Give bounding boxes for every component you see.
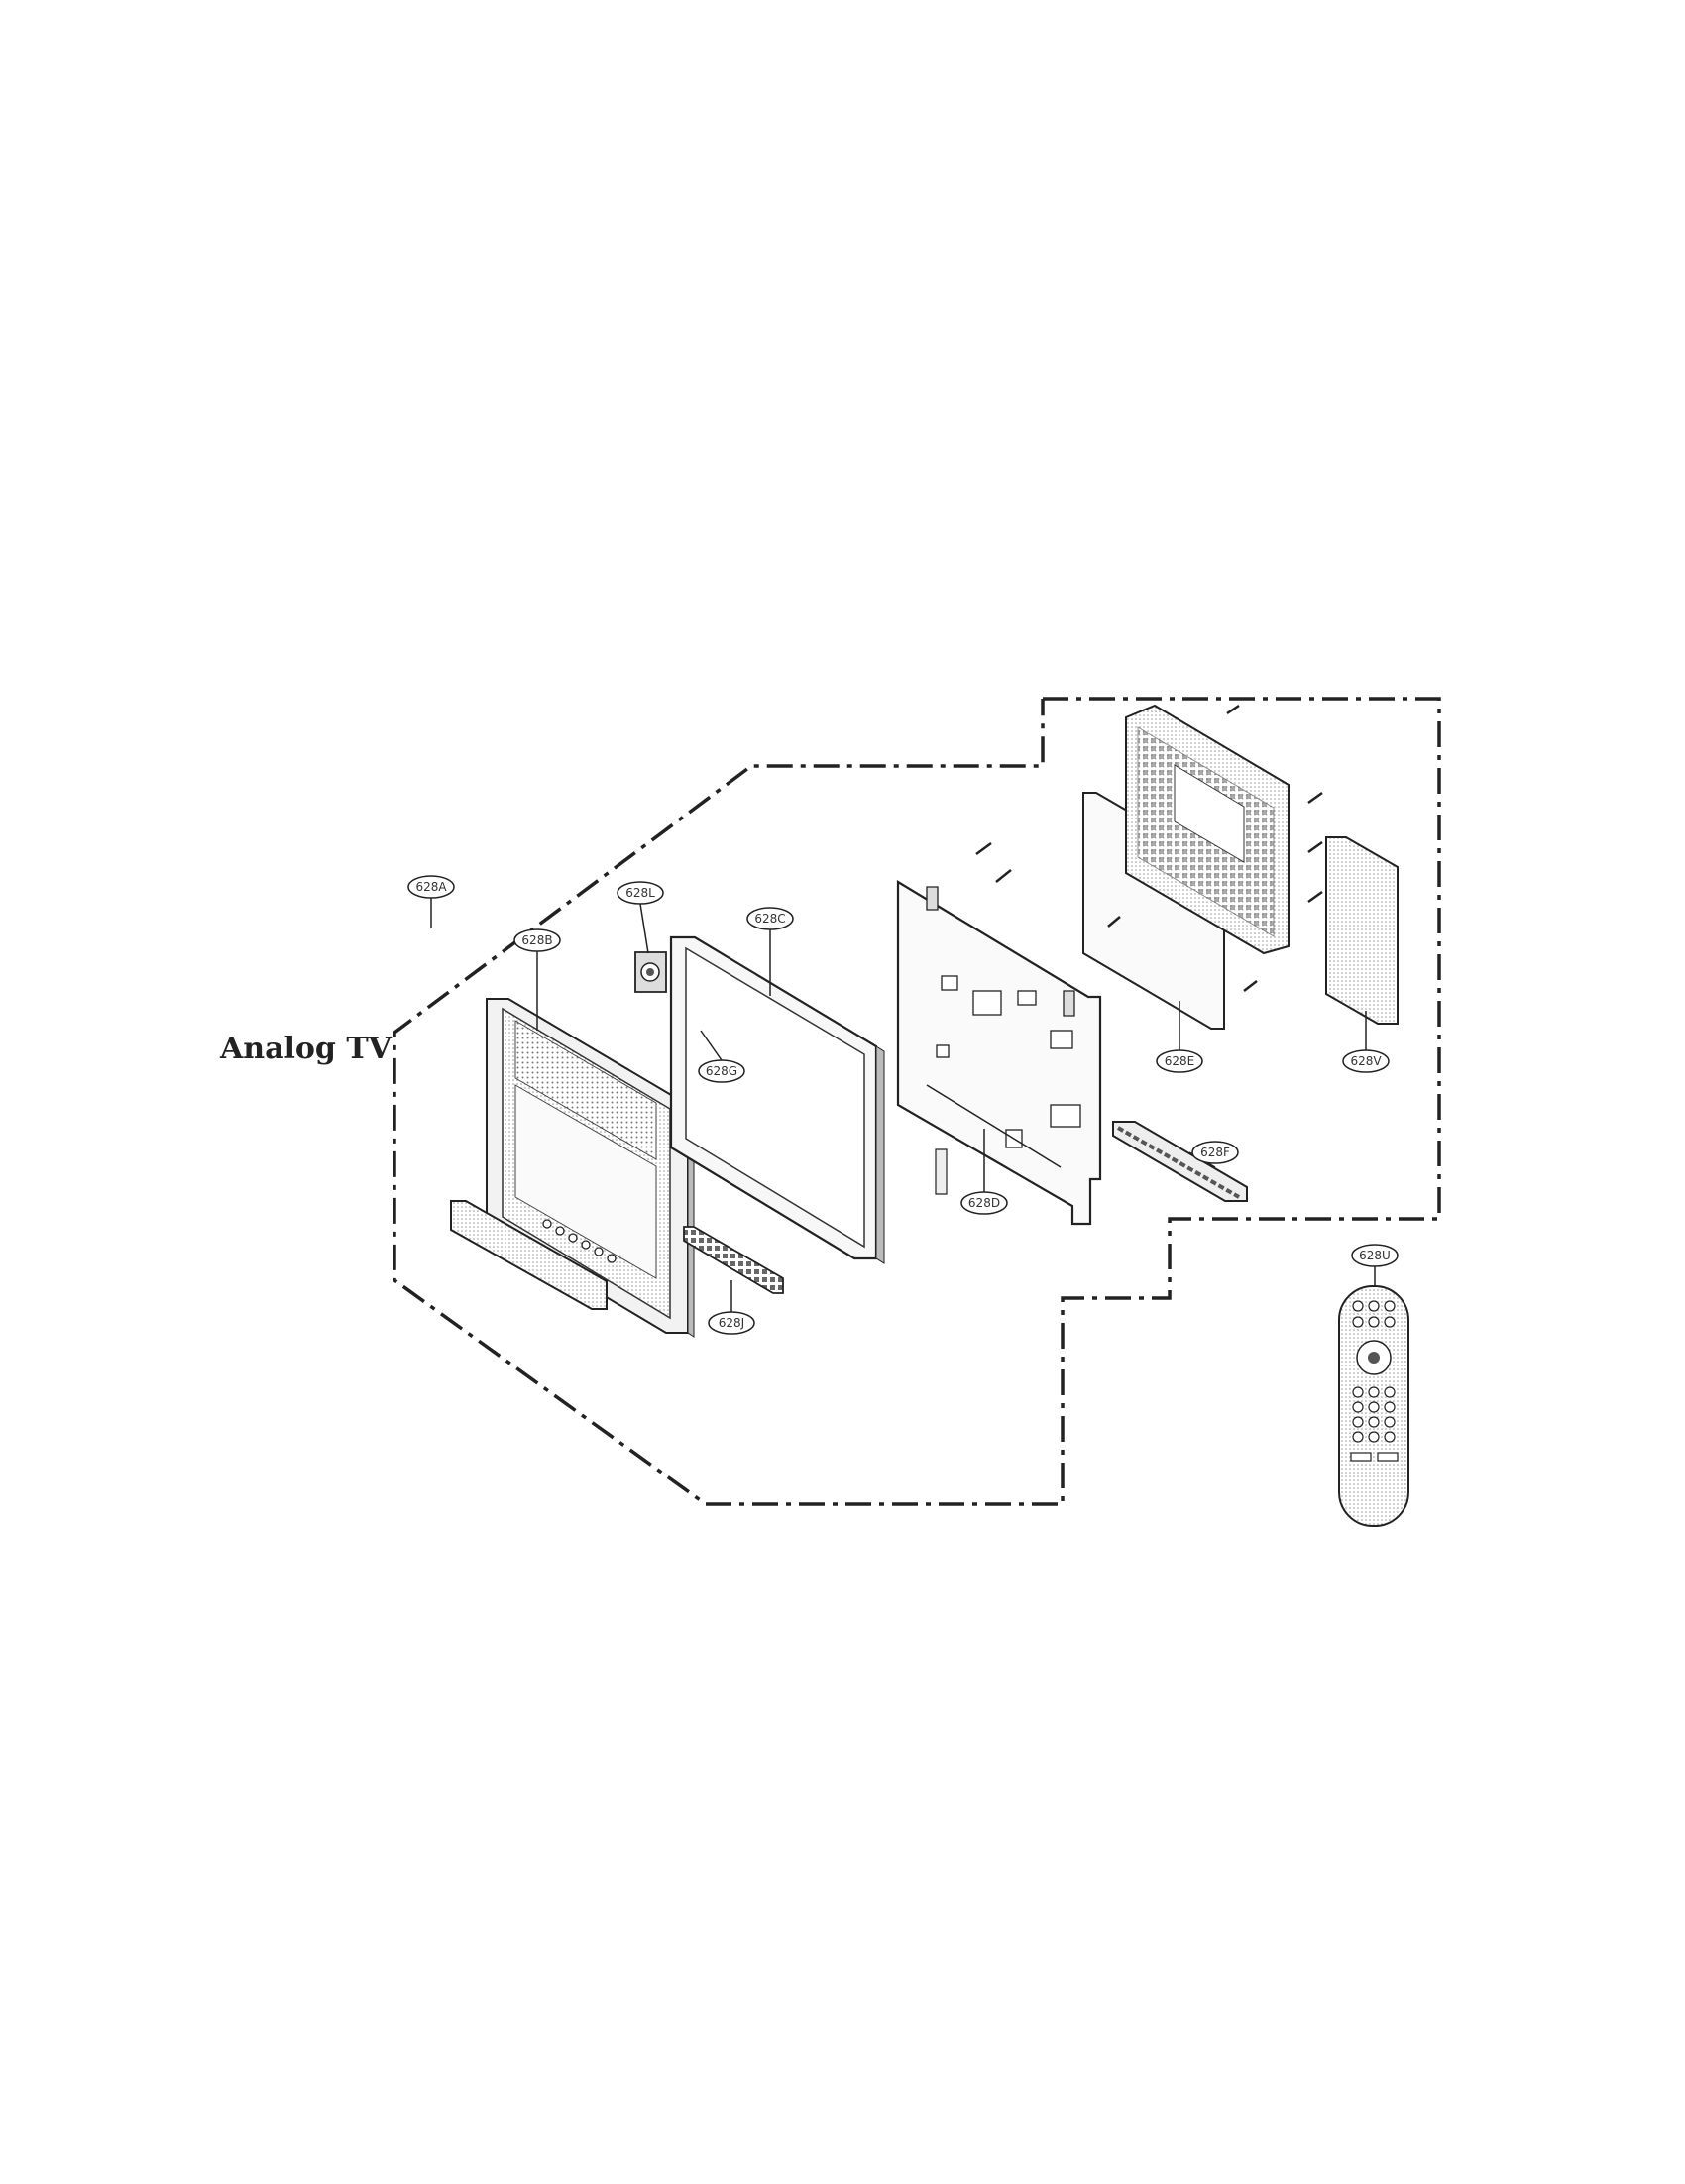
lcd-panel-part: [669, 935, 885, 1264]
shield-cover-part: [1125, 704, 1290, 955]
chassis-frame-part: [896, 880, 1102, 1226]
callout-label-628j: 628J: [719, 1316, 744, 1330]
front-control-buttons: [542, 1219, 617, 1263]
diagram-title: Analog TV: [219, 1032, 393, 1066]
callout-628f: 628F: [1188, 1141, 1239, 1168]
left-speaker-part: [634, 951, 667, 993]
callout-label-628l: 628L: [625, 886, 655, 900]
side-board-part: [1325, 836, 1399, 1025]
callout-label-628d: 628D: [968, 1196, 1000, 1210]
callout-label-628e: 628E: [1165, 1054, 1195, 1068]
fastening-screws: [975, 704, 1323, 992]
front-bezel-strip-part: [450, 1200, 608, 1310]
callout-628a: 628A: [407, 875, 455, 928]
bottom-bracket-part: [1112, 1121, 1248, 1202]
callout-628b: 628B: [513, 928, 561, 1031]
callout-label-628v: 628V: [1350, 1054, 1382, 1068]
callout-628e: 628E: [1156, 1001, 1203, 1073]
callout-628j: 628J: [708, 1280, 755, 1335]
callout-628d: 628D: [960, 1129, 1008, 1215]
callout-label-628g: 628G: [706, 1064, 737, 1078]
callout-label-628f: 628F: [1200, 1146, 1230, 1159]
callout-628v: 628V: [1342, 1011, 1390, 1073]
callout-label-628b: 628B: [521, 933, 552, 947]
callout-628g: 628G: [698, 1030, 745, 1083]
callout-628l: 628L: [617, 881, 664, 954]
callout-label-628a: 628A: [415, 880, 447, 894]
callout-628u: 628U: [1351, 1244, 1399, 1286]
callout-label-628c: 628C: [754, 912, 785, 926]
remote-control-buttons: [1350, 1300, 1399, 1462]
remote-control-part: [1338, 1285, 1409, 1527]
callout-628c: 628C: [746, 907, 794, 996]
control-key-board-part: [683, 1226, 784, 1294]
callout-label-628u: 628U: [1359, 1249, 1391, 1262]
